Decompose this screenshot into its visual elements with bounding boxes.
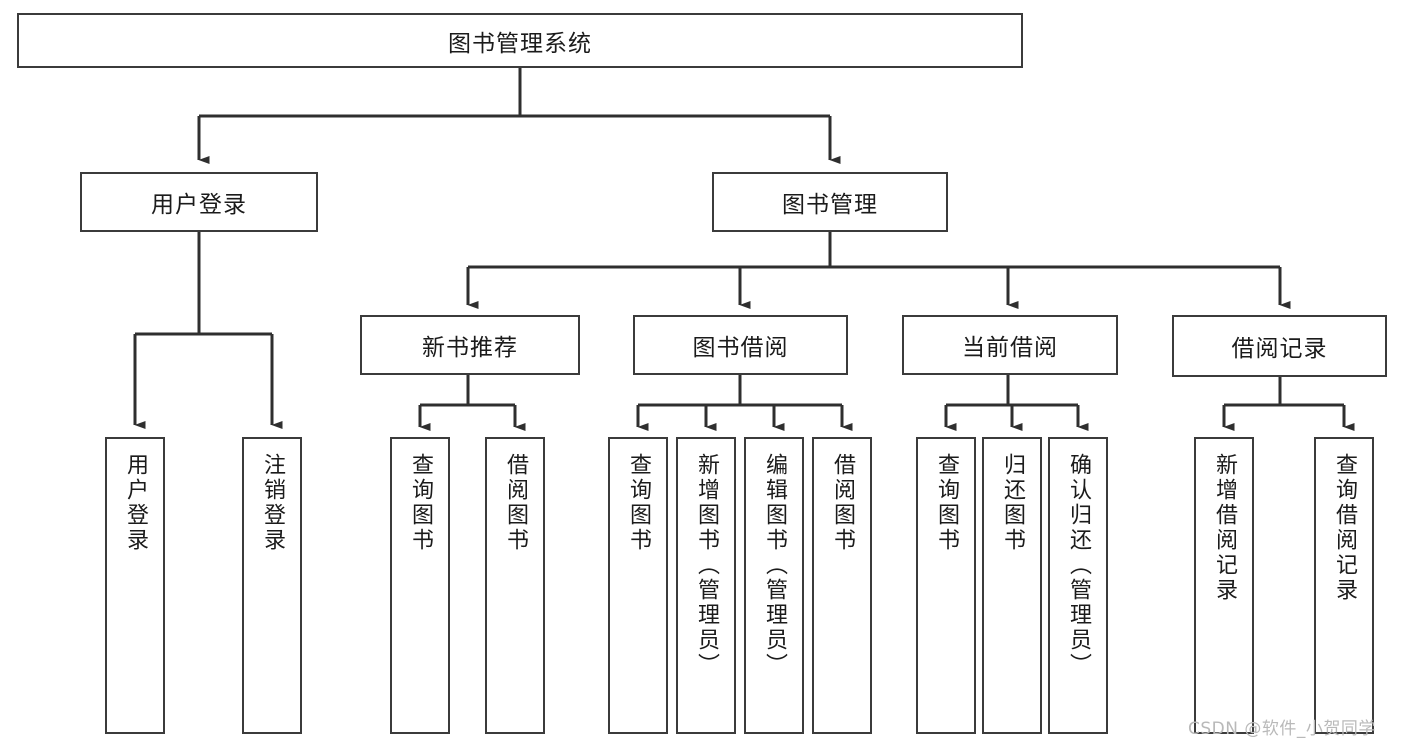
node-new-book-recommend-label: 新书推荐 <box>422 335 518 361</box>
node-leaf-query-book-3-label: 查询图书 <box>934 453 959 553</box>
node-leaf-query-book-3[interactable]: 查询图书 <box>916 437 976 734</box>
node-leaf-query-record[interactable]: 查询借阅记录 <box>1314 437 1374 734</box>
node-leaf-borrow-book-2-label: 借阅图书 <box>830 453 855 553</box>
node-leaf-user-login-label: 用户登录 <box>123 453 148 553</box>
node-leaf-confirm-return-label: 确认归还（管理员） <box>1066 453 1091 678</box>
node-leaf-add-book[interactable]: 新增图书（管理员） <box>676 437 736 734</box>
csdn-watermark: CSDN @软件_小贺同学 <box>1188 719 1376 739</box>
node-book-management-label: 图书管理 <box>782 192 878 218</box>
node-leaf-edit-book[interactable]: 编辑图书（管理员） <box>744 437 804 734</box>
node-root-label: 图书管理系统 <box>448 30 592 57</box>
node-book-management[interactable]: 图书管理 <box>712 172 948 232</box>
node-leaf-user-login[interactable]: 用户登录 <box>105 437 165 734</box>
node-user-login[interactable]: 用户登录 <box>80 172 318 232</box>
node-new-book-recommend[interactable]: 新书推荐 <box>360 315 580 375</box>
node-leaf-query-record-label: 查询借阅记录 <box>1332 453 1357 603</box>
node-borrow-record[interactable]: 借阅记录 <box>1172 315 1387 377</box>
node-current-borrow[interactable]: 当前借阅 <box>902 315 1118 375</box>
node-user-login-label: 用户登录 <box>151 192 247 218</box>
node-leaf-user-logout-label: 注销登录 <box>260 453 285 553</box>
node-leaf-add-record-label: 新增借阅记录 <box>1212 453 1237 603</box>
node-leaf-borrow-book-1-label: 借阅图书 <box>503 453 528 553</box>
node-leaf-query-book-2-label: 查询图书 <box>626 453 651 553</box>
node-leaf-edit-book-label: 编辑图书（管理员） <box>762 453 787 678</box>
node-current-borrow-label: 当前借阅 <box>962 335 1058 361</box>
node-leaf-add-book-label: 新增图书（管理员） <box>694 453 719 678</box>
node-book-borrow-label: 图书借阅 <box>692 335 789 361</box>
node-root[interactable]: 图书管理系统 <box>17 13 1023 68</box>
node-book-borrow[interactable]: 图书借阅 <box>633 315 848 375</box>
node-leaf-confirm-return[interactable]: 确认归还（管理员） <box>1048 437 1108 734</box>
node-leaf-query-book-1[interactable]: 查询图书 <box>390 437 450 734</box>
node-leaf-borrow-book-2[interactable]: 借阅图书 <box>812 437 872 734</box>
node-leaf-add-record[interactable]: 新增借阅记录 <box>1194 437 1254 734</box>
node-leaf-query-book-1-label: 查询图书 <box>408 453 433 553</box>
node-leaf-user-logout[interactable]: 注销登录 <box>242 437 302 734</box>
node-leaf-return-book-label: 归还图书 <box>1000 453 1025 553</box>
node-leaf-return-book[interactable]: 归还图书 <box>982 437 1042 734</box>
node-leaf-query-book-2[interactable]: 查询图书 <box>608 437 668 734</box>
node-leaf-borrow-book-1[interactable]: 借阅图书 <box>485 437 545 734</box>
node-borrow-record-label: 借阅记录 <box>1231 336 1328 362</box>
